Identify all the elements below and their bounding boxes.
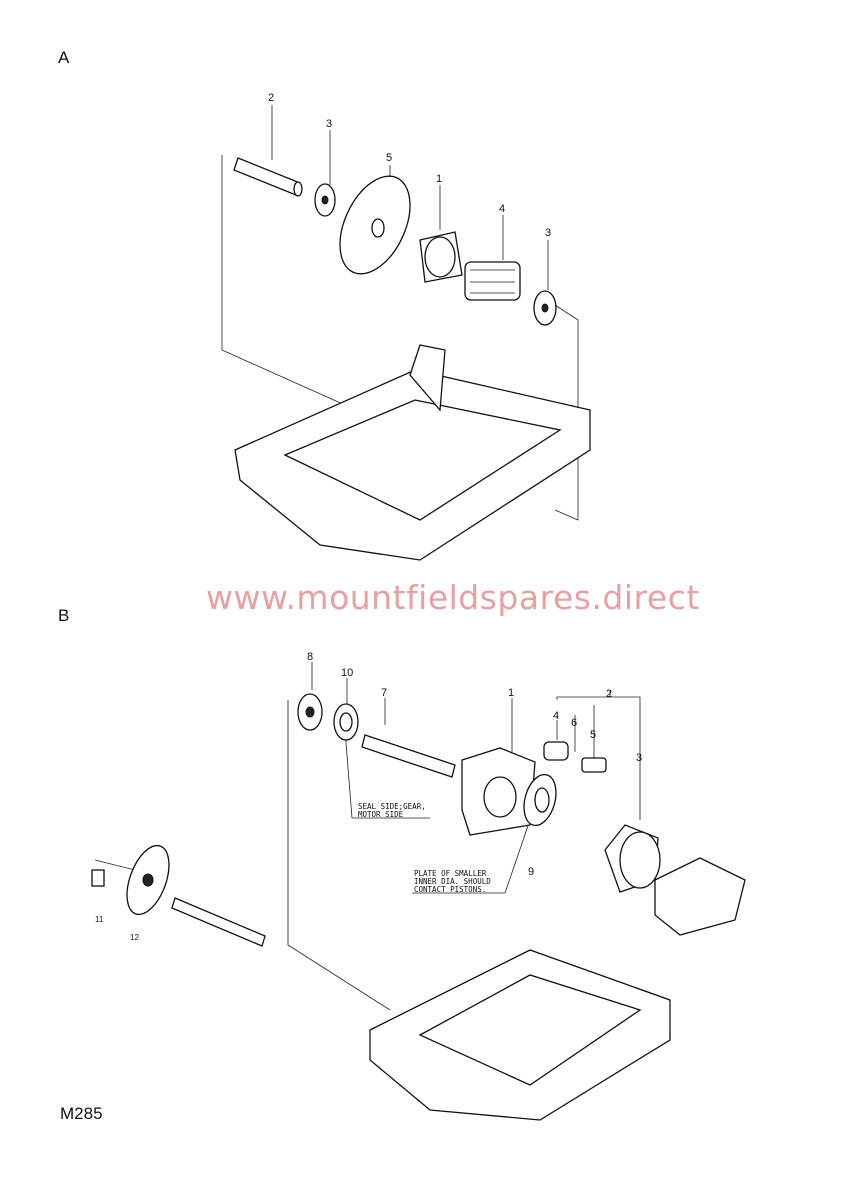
housing-b xyxy=(369,949,671,1121)
diagram-reference: M285 xyxy=(60,1104,103,1123)
drawing-stroke xyxy=(541,303,549,313)
gear-part-4 xyxy=(464,261,521,301)
drawing-stroke xyxy=(534,787,550,813)
note-plate-3: CONTACT PISTONS. xyxy=(414,885,486,894)
callout-number: 10 xyxy=(341,667,353,679)
drawing-stroke xyxy=(142,873,154,887)
note-plate-2: INNER DIA. SHOULD xyxy=(414,877,491,886)
drawing-stroke xyxy=(418,974,642,1086)
piston-part-4 xyxy=(543,741,569,761)
diagram-a: 2 3 5 1 4 3 xyxy=(221,92,591,561)
drawing-stroke xyxy=(221,155,346,406)
housing-a xyxy=(234,344,591,561)
section-label-a: A xyxy=(58,48,70,67)
drawing-stroke xyxy=(171,897,266,947)
block-part-1 xyxy=(461,747,536,836)
note-seal-side-2: MOTOR SIDE xyxy=(358,810,404,819)
drawing-stroke xyxy=(293,181,303,197)
callouts-b: 8 10 7 1 2 4 6 5 3 9 11 12 xyxy=(95,651,642,942)
valve-block xyxy=(654,857,746,936)
drawing-stroke xyxy=(412,819,531,894)
drawing-stroke xyxy=(464,261,521,301)
drawing-stroke xyxy=(91,869,105,887)
cylinder-part-3 xyxy=(604,824,661,893)
spring-part-5 xyxy=(581,757,607,773)
callout-number: 2 xyxy=(268,92,274,104)
section-label-b: B xyxy=(58,606,70,625)
callout-number: 7 xyxy=(381,687,387,699)
callout-number: 2 xyxy=(606,688,612,700)
drawing-stroke xyxy=(556,696,641,820)
key-part-11 xyxy=(91,869,105,887)
callout-number: 3 xyxy=(545,227,551,239)
callouts-a: 2 3 5 1 4 3 xyxy=(268,92,551,239)
drawing-stroke xyxy=(305,706,315,718)
callout-number: 8 xyxy=(307,651,313,663)
shaft-part-7 xyxy=(361,734,456,778)
callout-number: 9 xyxy=(528,866,534,878)
drawing-stroke xyxy=(344,729,430,819)
bearing-part-8 xyxy=(297,693,323,731)
callout-number: 4 xyxy=(553,710,559,722)
drawing-stroke xyxy=(654,857,746,936)
drawing-stroke xyxy=(233,157,301,196)
shaft-b xyxy=(171,897,266,947)
drawing-stroke xyxy=(543,741,569,761)
drawing-stroke xyxy=(339,712,353,732)
drawing-stroke xyxy=(287,700,391,1011)
bush-part-1 xyxy=(419,231,463,283)
annotation-notes: SEAL SIDE;GEAR, MOTOR SIDE PLATE OF SMAL… xyxy=(358,802,491,894)
callout-number: 5 xyxy=(386,152,392,164)
drawing-stroke xyxy=(483,776,517,818)
callout-number: 3 xyxy=(326,118,332,130)
washer-part-3b xyxy=(533,290,557,326)
note-plate-1: PLATE OF SMALLER xyxy=(414,869,487,878)
callout-number: 1 xyxy=(508,687,514,699)
diagram-b: 8 10 7 1 2 4 6 5 3 9 11 12 SEAL SIDE;GEA… xyxy=(91,651,746,1121)
drawing-stroke xyxy=(361,734,456,778)
watermark: www.mountfieldspares.direct xyxy=(206,578,700,617)
drawing-stroke xyxy=(581,757,607,773)
drawing-stroke xyxy=(409,344,446,412)
washer-part-3 xyxy=(314,183,336,217)
bearing-part-10 xyxy=(333,703,359,741)
callout-number: 4 xyxy=(499,203,505,215)
drawing-stroke xyxy=(371,218,385,238)
drawing-stroke xyxy=(283,399,562,521)
callout-number: 11 xyxy=(95,915,104,924)
callout-number: 5 xyxy=(590,729,596,741)
drawing-stroke xyxy=(94,859,136,871)
callout-number: 6 xyxy=(571,717,577,729)
seal-part-9 xyxy=(523,773,557,827)
drawing-stroke xyxy=(424,236,456,278)
note-seal-side: SEAL SIDE;GEAR, xyxy=(358,802,426,811)
pin-part-2 xyxy=(233,157,303,197)
drawing-stroke xyxy=(321,195,329,205)
callout-number: 1 xyxy=(436,173,442,185)
disc-part-12 xyxy=(126,844,170,916)
drawing-stroke xyxy=(619,831,661,889)
callout-number: 3 xyxy=(636,752,642,764)
callout-number: 12 xyxy=(130,933,139,942)
disc-part-5 xyxy=(339,175,411,275)
